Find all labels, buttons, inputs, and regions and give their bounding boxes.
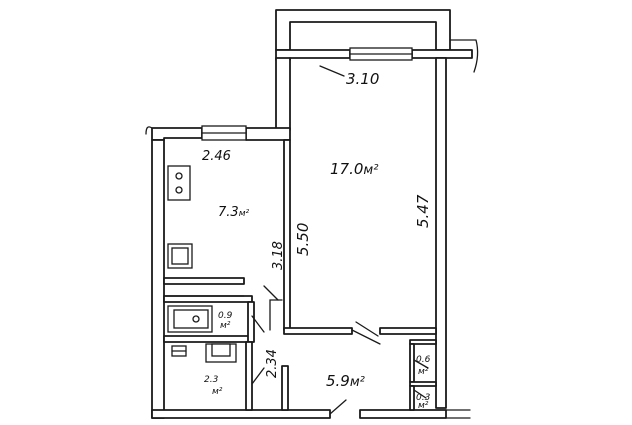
door-closet-upper (413, 359, 429, 369)
balcony-width-label: 3.10 (346, 70, 379, 88)
hall-area-label: 5.9м² (326, 372, 365, 390)
closet-lower-area-value: 0.3 (416, 393, 431, 403)
closet-upper-area-value: 0.6 (416, 355, 431, 365)
closet-upper-area-unit: м² (418, 367, 429, 377)
stove (167, 165, 191, 201)
interior-walls (163, 139, 437, 411)
door-entrance (329, 399, 347, 415)
doors (251, 285, 429, 415)
door-closet-lower (413, 389, 427, 399)
room-length-label: 5.47 (414, 194, 432, 228)
partition-label: 3.18 (271, 241, 286, 270)
wc-sink (171, 345, 187, 357)
fixtures (165, 165, 245, 363)
toilet (205, 343, 237, 363)
kitchen-area-label: 7.3м² (218, 205, 249, 220)
closet-lower-area-unit: м² (418, 401, 429, 411)
door-main-room (351, 321, 381, 345)
kitchen-sink (167, 243, 193, 269)
room-area-label: 17.0м² (330, 160, 378, 178)
wc-area-value: 2.3 (204, 375, 219, 385)
exterior-walls (145, 47, 473, 419)
door-bathroom (251, 315, 265, 333)
bathtub (167, 305, 213, 333)
hall-width-label: 2.34 (265, 349, 280, 378)
kitchen-width-label: 2.46 (202, 149, 231, 164)
door-wc (251, 367, 265, 385)
door-kitchen (263, 285, 279, 301)
bathroom-area-value: 0.9 (218, 311, 233, 321)
kitchen-length-label: 5.50 (294, 223, 312, 256)
wc-area-unit: м² (212, 387, 223, 397)
labels: 3.10 17.0м² 5.47 2.46 7.3м² 5.50 3.18 0.… (202, 65, 432, 411)
balcony (275, 9, 479, 73)
bathroom-area-unit: м² (220, 321, 231, 331)
